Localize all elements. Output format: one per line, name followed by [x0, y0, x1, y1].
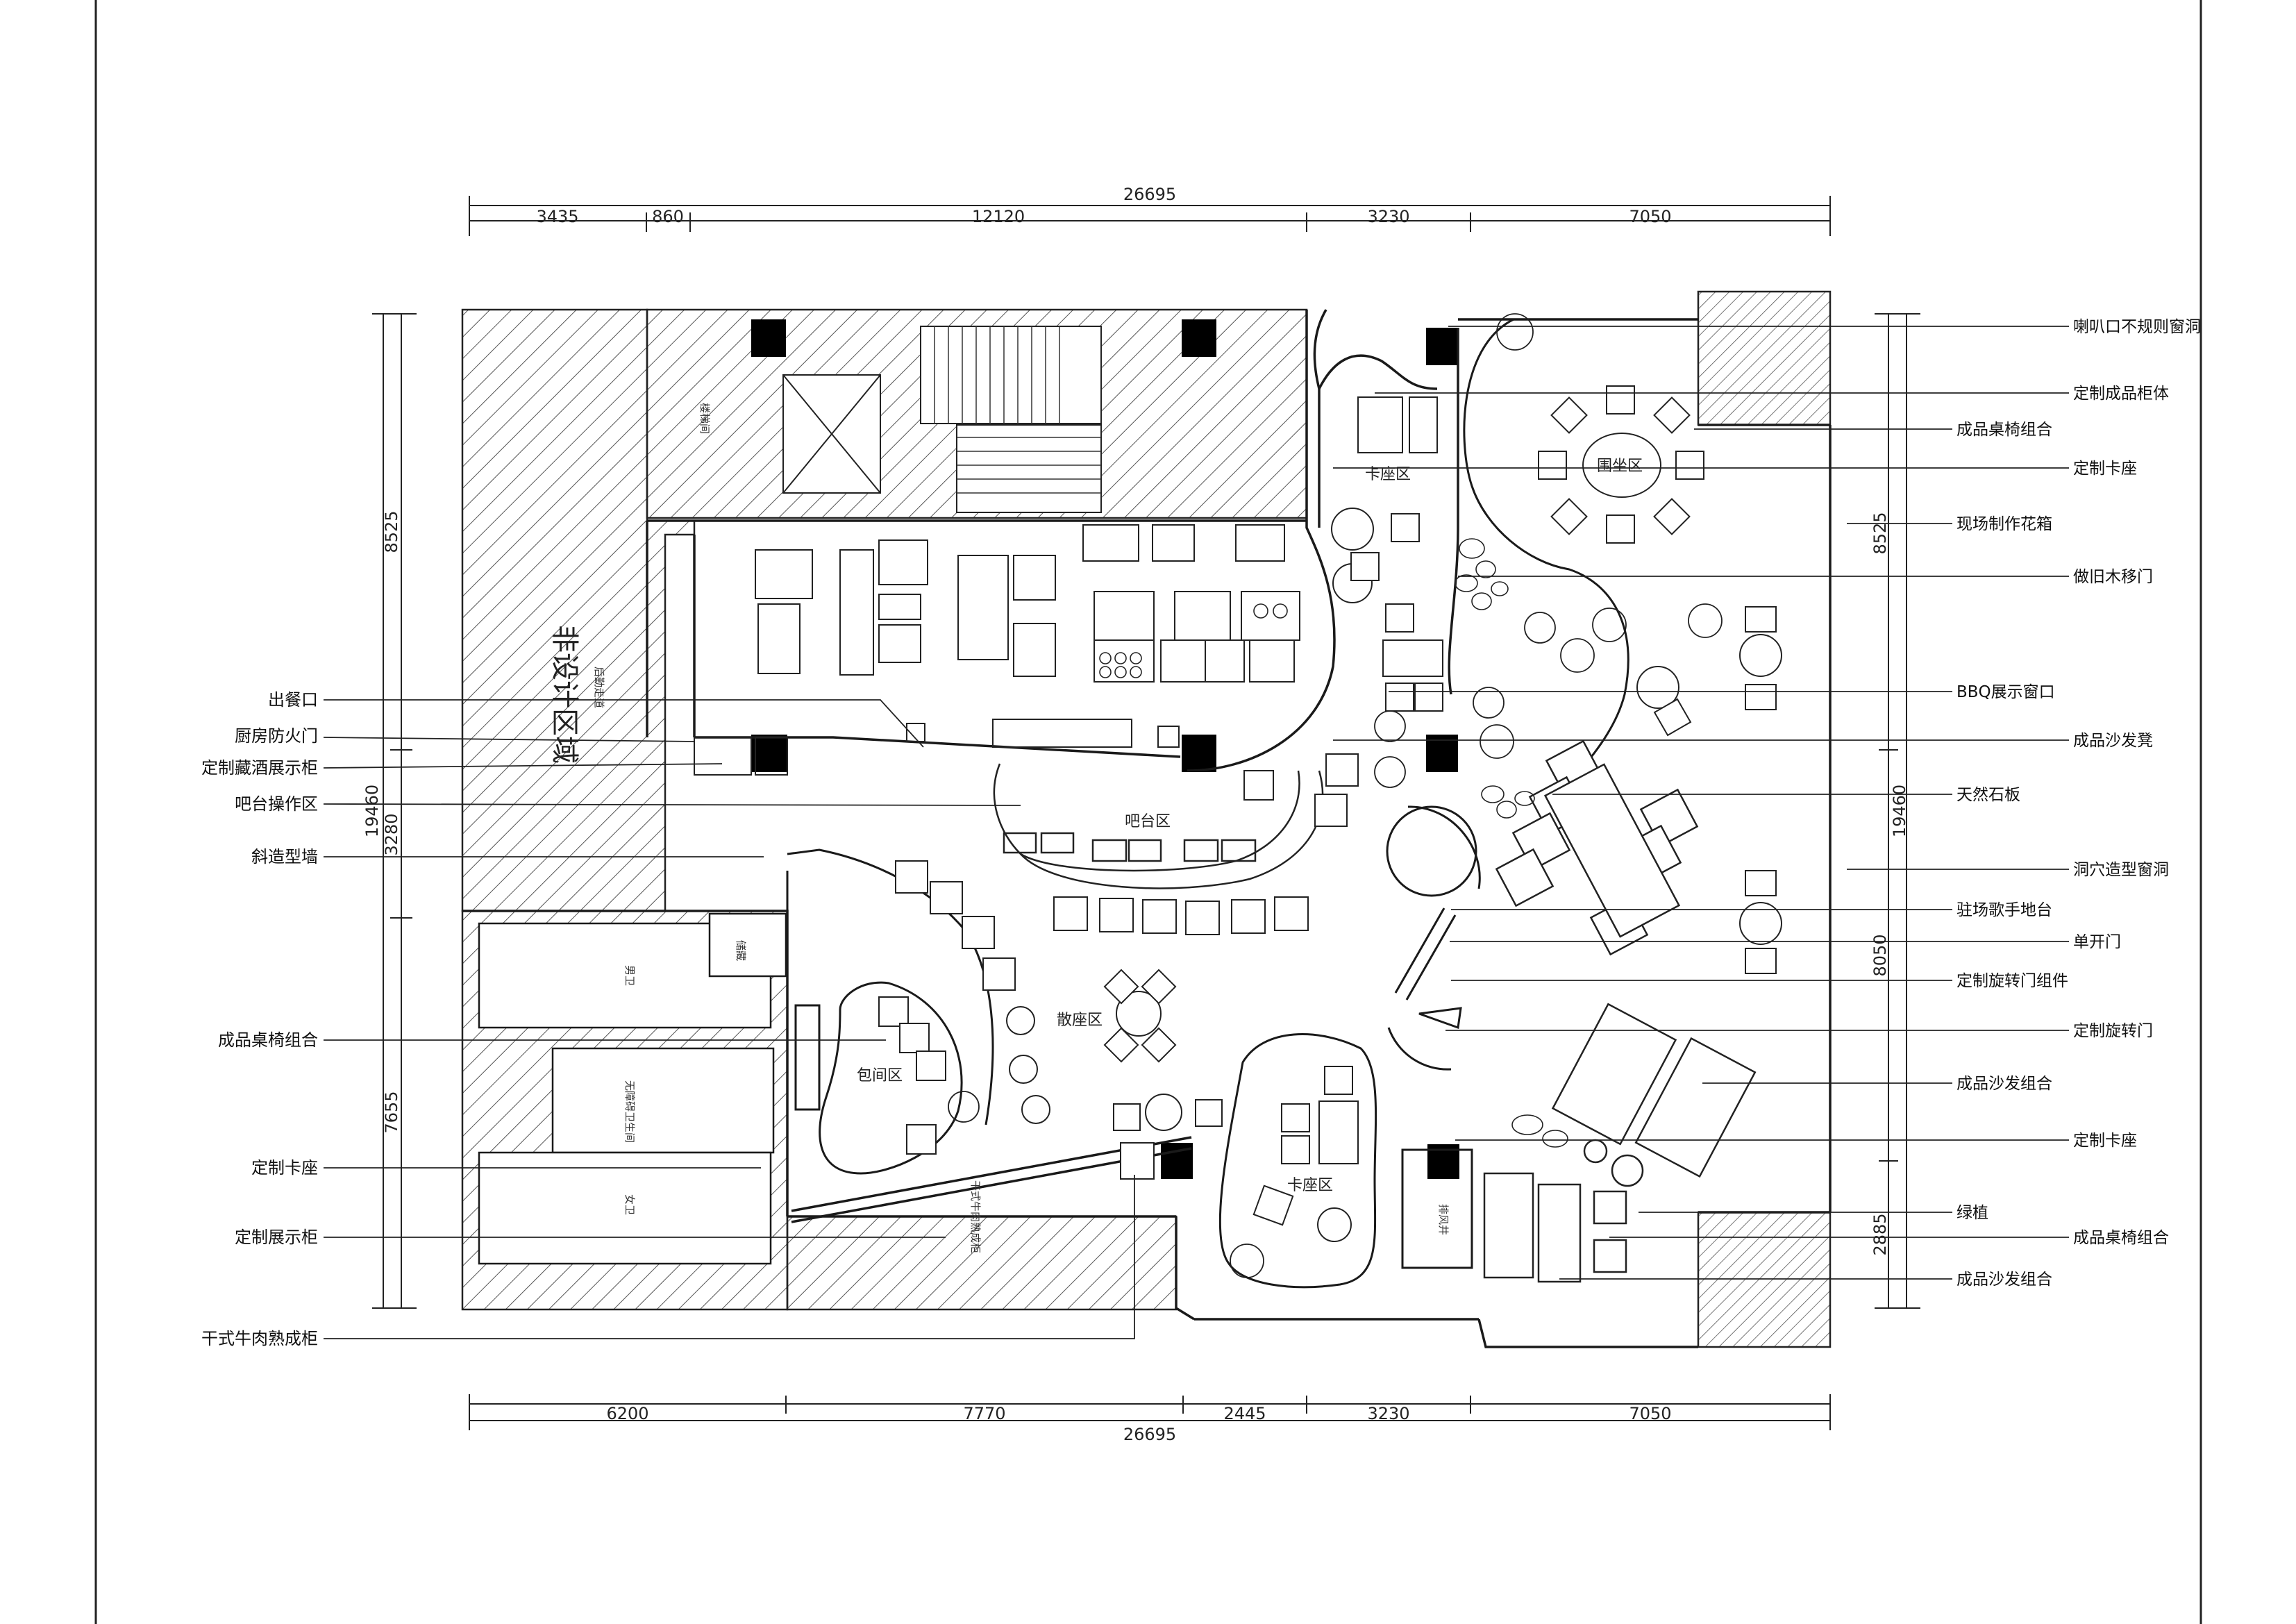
label-bar-operation: 吧台操作区 [235, 794, 318, 814]
scatter-seating [1103, 969, 1223, 1131]
dim-left-seg-3: 7655 [382, 1091, 401, 1133]
column [751, 319, 786, 357]
dim-right-seg-2: 8050 [1870, 934, 1890, 976]
dim-top-seg-4: 3230 [1367, 207, 1409, 226]
dim-left-total: 19460 [362, 785, 382, 837]
aging-cabinet [1120, 1142, 1155, 1180]
stage-and-doors [1386, 805, 1481, 1071]
dim-left-seg-1: 8525 [382, 510, 401, 553]
label-slanted-wall: 斜造型墙 [251, 847, 318, 867]
column [1426, 735, 1458, 772]
dim-bottom-seg-1: 6200 [606, 1404, 648, 1423]
storage-label: 储藏 [735, 940, 747, 961]
dimension-left [372, 313, 417, 1309]
dim-left-seg-2: 3280 [382, 813, 401, 855]
booth-bottom-zone [1218, 1033, 1473, 1289]
round-seat-furniture [1538, 385, 1704, 544]
dim-bottom-seg-3: 2445 [1223, 1404, 1266, 1423]
dim-right-seg-3: 2885 [1870, 1213, 1890, 1255]
label-wine-cabinet: 定制藏酒展示柜 [201, 758, 318, 778]
dim-top-seg-2: 860 [652, 207, 684, 226]
label-table-set-bottom: 成品桌椅组合 [2073, 1229, 2169, 1247]
dimension-bottom [469, 1394, 1831, 1430]
label-revolving-door-kit: 定制旋转门组件 [1956, 972, 2068, 990]
label-greenery: 绿植 [1956, 1204, 1988, 1222]
label-sofa-group-mid: 成品沙发组合 [1956, 1075, 2052, 1093]
label-table-set-top: 成品桌椅组合 [1956, 421, 2052, 439]
toilet-rooms [478, 912, 787, 1265]
toilet-f-label: 女卫 [623, 1194, 636, 1215]
label-flower-box: 现场制作花箱 [1956, 515, 2052, 533]
label-cave-window: 洞穴造型窗洞 [2073, 861, 2169, 879]
label-custom-booth: 定制卡座 [251, 1158, 318, 1178]
column [1426, 328, 1458, 365]
label-booth-top: 定制卡座 [2073, 460, 2137, 478]
bar-zone-label: 吧台区 [1125, 813, 1171, 830]
booth-bottom-label: 卡座区 [1287, 1177, 1333, 1194]
decorative-plants [948, 313, 1723, 1278]
booth-top [1331, 396, 1443, 712]
label-sliding-door: 做旧木移门 [2073, 568, 2153, 586]
round-seat-zone [1463, 318, 1629, 820]
column [751, 735, 787, 772]
back-corridor-label: 后勤走道 [593, 667, 605, 708]
dim-top-seg-3: 12120 [972, 207, 1025, 226]
exhaust-label: 排风井 [1437, 1204, 1450, 1235]
label-sofa-stool: 成品沙发凳 [2073, 732, 2153, 750]
sofa-seating-low [1483, 1003, 1757, 1283]
label-bbq-window: BBQ展示窗口 [1956, 683, 2055, 701]
label-custom-cabinet: 定制成品柜体 [2073, 385, 2169, 403]
booth-bottom-furniture [1252, 1066, 1359, 1242]
leader-lines-right [1333, 326, 2069, 1280]
stair-treads [934, 326, 1101, 494]
dim-right-seg-1: 8525 [1870, 512, 1890, 554]
dim-bottom-seg-2: 7770 [963, 1404, 1005, 1423]
label-horn-window: 喇叭口不规则窗洞 [2073, 318, 2201, 336]
label-revolving-door: 定制旋转门 [2073, 1022, 2153, 1040]
bar-stools [1053, 753, 1359, 935]
label-kitchen-fire-door: 厨房防火门 [235, 726, 318, 746]
stair-core [782, 326, 1102, 513]
dim-bottom-seg-4: 3230 [1367, 1404, 1409, 1423]
aging-cabinet-text: 干式牛肉熟成柜 [969, 1180, 982, 1253]
dimension-right [1875, 313, 1920, 1309]
dim-bottom-seg-5: 7050 [1629, 1404, 1671, 1423]
kitchen-equipment [694, 524, 1300, 776]
dim-top-seg-1: 3435 [536, 207, 578, 226]
private-zone-label: 包间区 [857, 1067, 903, 1085]
label-stone-slab: 天然石板 [1956, 786, 2020, 804]
dim-top-seg-5: 7050 [1629, 207, 1671, 226]
non-design-label: 非设计区域 [548, 625, 580, 764]
stovetop-burners [1099, 603, 1288, 678]
round-seat-label: 围坐区 [1597, 458, 1643, 475]
column [1182, 319, 1216, 357]
column [1182, 735, 1216, 772]
label-sofa-group-bottom: 成品沙发组合 [1956, 1271, 2052, 1289]
sofa-seating-mid [1495, 739, 1699, 956]
dim-top-total: 26695 [1123, 185, 1176, 204]
label-booth-bottom: 定制卡座 [2073, 1132, 2137, 1150]
label-table-chair-set: 成品桌椅组合 [218, 1030, 318, 1050]
toilet-acc-label: 无障碍卫生间 [623, 1080, 636, 1143]
sheet-border [94, 0, 2202, 1624]
private-room-seating [878, 860, 1050, 1155]
scatter-zone-label: 散座区 [1057, 1012, 1103, 1029]
right-tables [1636, 606, 1782, 974]
dim-right-total: 19460 [1890, 785, 1909, 837]
leader-lines-left [323, 699, 1135, 1339]
label-display-cabinet: 定制展示柜 [235, 1228, 318, 1247]
dim-bottom-total: 26695 [1123, 1425, 1176, 1444]
toilet-m-label: 男卫 [623, 965, 636, 986]
label-single-door: 单开门 [2073, 933, 2121, 951]
label-aging-cabinet: 干式牛肉熟成柜 [201, 1329, 318, 1348]
stepping-stones [1455, 538, 1568, 1148]
label-serving-window: 出餐口 [268, 690, 318, 710]
booth-top-label: 卡座区 [1365, 466, 1411, 483]
label-singer-stage: 驻场歌手地台 [1956, 901, 2052, 919]
stair-room-label: 楼梯间 [698, 403, 711, 434]
dimension-top [469, 196, 1831, 236]
